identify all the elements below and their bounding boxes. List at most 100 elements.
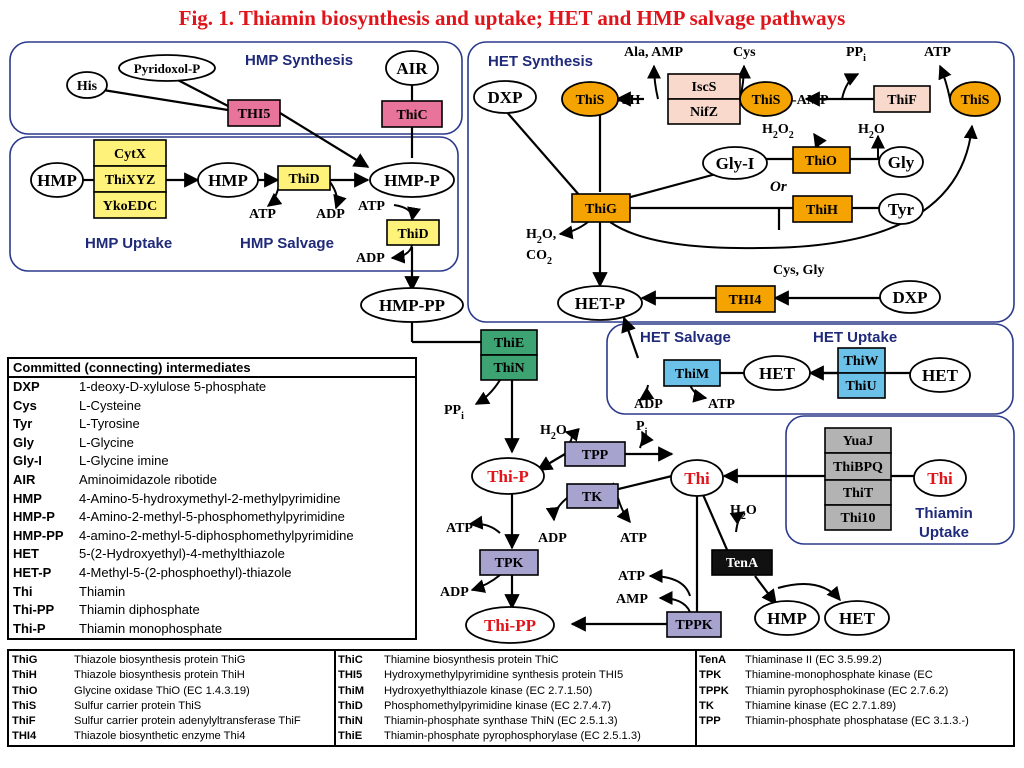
legend-name: Phosphomethylpyrimidine kinase (EC 2.7.4…: [384, 699, 611, 712]
label-thi10: Thi10: [840, 511, 875, 526]
legend-name: Sulfur carrier protein adenylyltransfera…: [74, 715, 301, 728]
metabolite-hmp-ext: [30, 162, 84, 198]
legend-column-1: ThiG Thiazole biosynthesis protein ThiG Th…: [12, 653, 332, 745]
label-amp: -AMP: [792, 93, 829, 108]
label-atp-tpk: ATP: [446, 521, 473, 536]
enzyme-box-thif: [873, 85, 931, 113]
legend-name: Thiazole biosynthetic enzyme Thi4: [74, 730, 246, 743]
committed-name: L-Glycine: [79, 434, 134, 450]
enzyme-box-thixyz: [93, 165, 167, 193]
enzyme-box-thibpq: [824, 452, 892, 481]
committed-abbr: Tyr: [13, 416, 33, 432]
label-tppk: TPPK: [675, 618, 712, 633]
metabolite-het-p: [557, 285, 643, 321]
enzyme-box-thi5: [227, 99, 281, 127]
enzyme-legend: ThiG Thiazole biosynthesis protein ThiG Th…: [7, 649, 1015, 747]
region-label-het-synthesis: HET Synthesis: [488, 53, 593, 70]
label-hmp-out: HMP: [767, 609, 807, 628]
legend-name: Sulfur carrier protein ThiS: [74, 699, 202, 712]
label-thi: Thi: [684, 469, 710, 488]
label-iscs: IscS: [692, 80, 717, 95]
legend-abbr: THI5: [338, 669, 363, 682]
label-tpk: TPK: [495, 556, 524, 571]
enzyme-box-tppk: [666, 611, 722, 638]
legend-column-2: ThiC Thiamine biosynthesis protein ThiC TH…: [338, 653, 693, 745]
region-label-het-uptake: HET Uptake: [813, 329, 897, 346]
enzyme-box-thi10: [824, 504, 892, 531]
legend-name: Thiaminase II (EC 3.5.99.2): [745, 654, 882, 666]
committed-abbr: Cys: [13, 397, 37, 413]
metabolite-hmp-pp: [360, 287, 464, 323]
committed-abbr: Gly: [13, 434, 34, 450]
label-cys: Cys: [733, 45, 756, 60]
legend-abbr: ThiO: [12, 684, 38, 697]
metabolite-gly: [878, 146, 924, 178]
legend-name: Thiamin-phosphate phosphatase (EC 3.1.3.…: [745, 715, 969, 728]
committed-name: 1-deoxy-D-xylulose 5-phosphate: [79, 379, 267, 394]
enzyme-box-thiu: [837, 372, 886, 399]
enzyme-box-tpk: [479, 549, 539, 576]
legend-abbr: TK: [699, 699, 714, 712]
label-tk: TK: [582, 490, 602, 505]
committed-name: Thiamin monophosphate: [79, 620, 223, 636]
enzyme-box-thi4: [715, 285, 776, 313]
label-tena: TenA: [726, 556, 759, 571]
label-atp-tk: ATP: [620, 531, 647, 546]
region-label-hmp-salvage: HMP Salvage: [240, 235, 334, 252]
committed-name: 4-amino-2-methyl-5-diphosphomethylpyrimi…: [79, 527, 354, 543]
committed-name: 4-Amino-5-hydroxymethyl-2-methylpyrimidi…: [79, 490, 341, 506]
committed-abbr: HET-P: [13, 564, 52, 580]
legend-name: Thiamine-monophosphate kinase (EC: [745, 669, 933, 682]
metabolite-thi-p: [471, 457, 545, 495]
legend-name: Thiamine kinase (EC 2.7.1.89): [745, 699, 897, 712]
label-hmp-ext: HMP: [37, 171, 77, 190]
legend-abbr: TenA: [699, 654, 727, 666]
label-adp-tpk: ADP: [440, 585, 469, 600]
label-atp-thif: ATP: [924, 45, 951, 60]
legend-row: ThiF Sulfur carrier protein adenylyltrans…: [12, 714, 332, 729]
legend-name: Thiamine biosynthesis protein ThiC: [384, 654, 559, 666]
label-this3: ThiS: [961, 93, 990, 108]
label-h2o-tpp: H2O: [540, 423, 567, 442]
label-thim: ThiM: [675, 367, 709, 382]
legend-abbr: ThiN: [338, 715, 363, 728]
committed-row: Tyr L-Tyrosine: [9, 415, 358, 434]
label-or: Or: [770, 179, 787, 195]
label-atp-tppk: ATP: [618, 569, 645, 584]
enzyme-box-tena: [711, 549, 773, 576]
label-thiu: ThiU: [845, 379, 876, 394]
committed-abbr: HMP-PP: [13, 527, 64, 543]
enzyme-box-ykoedc: [93, 191, 167, 219]
label-air: AIR: [396, 59, 428, 78]
label-adp-thid1: ADP: [316, 207, 345, 222]
metabolite-tyr: [878, 193, 924, 225]
legend-abbr: ThiC: [338, 654, 363, 666]
label-amp-tppk: AMP: [616, 592, 648, 607]
legend-abbr: ThiG: [12, 654, 38, 666]
legend-abbr: ThiF: [12, 715, 36, 728]
legend-name: Hydroxyethylthiazole kinase (EC 2.7.1.50…: [384, 684, 593, 697]
enzyme-box-thig: [571, 193, 631, 223]
label-thixyz: ThiXYZ: [105, 173, 156, 188]
legend-abbr: ThiM: [338, 684, 365, 697]
legend-name: Thiazole biosynthesis protein ThiG: [74, 654, 246, 666]
label-h2o-tena: H2O: [730, 503, 757, 522]
label-thi-pp: Thi-PP: [484, 616, 536, 635]
region-label-thiamin-uptake-1: Thiamin: [915, 505, 973, 522]
label-pi-tpp: Pi: [636, 419, 648, 438]
label-sh: -SH: [617, 93, 640, 108]
pathway-diagram: HMP Synthesis HET Synthesis HMP Uptake H…: [9, 41, 1015, 644]
label-hmp-p: HMP-P: [384, 171, 440, 190]
legend-abbr: ThiH: [12, 669, 37, 682]
committed-name: L-Tyrosine: [79, 416, 140, 432]
